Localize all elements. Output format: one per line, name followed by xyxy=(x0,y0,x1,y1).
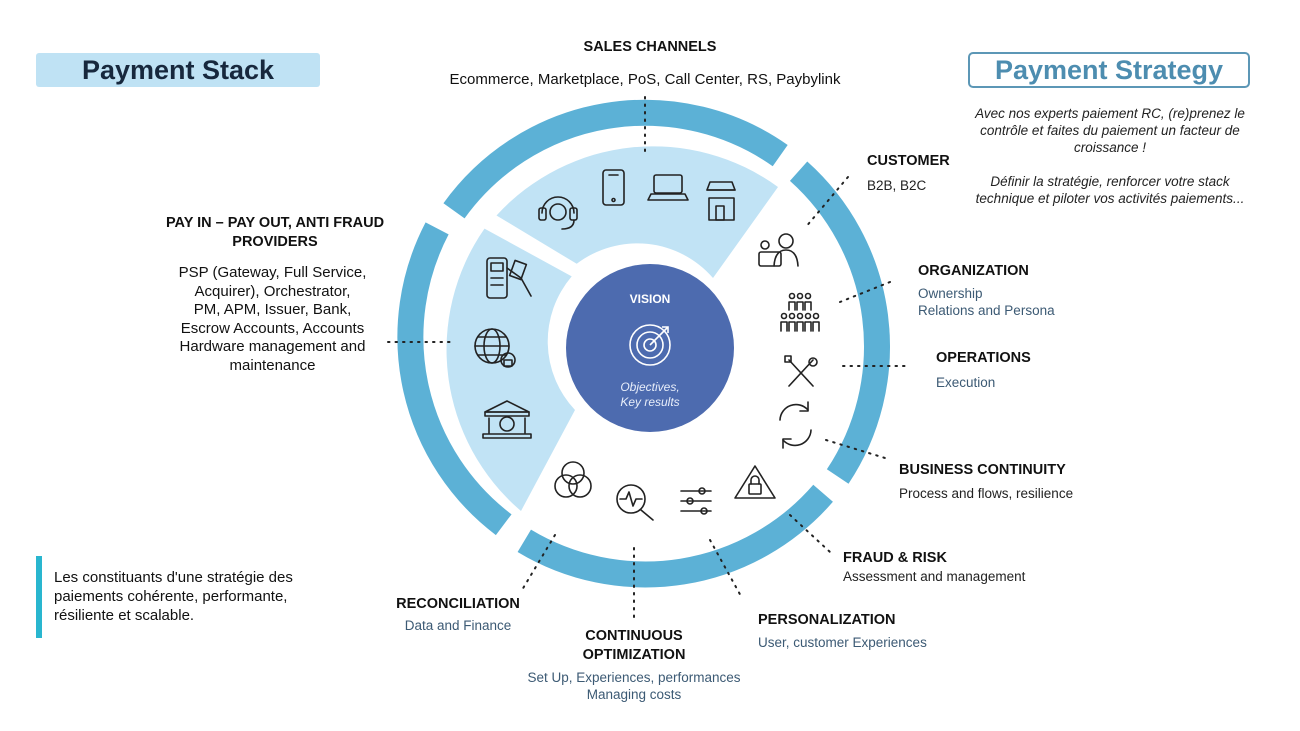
customer-label: CUSTOMER B2B, B2C xyxy=(867,152,950,194)
connector-business xyxy=(825,439,886,459)
bank-icon xyxy=(482,400,532,439)
globe-lock-icon xyxy=(474,328,516,368)
vision-title: VISION xyxy=(629,292,671,306)
connector-organization xyxy=(839,281,891,303)
ring-segment-top xyxy=(443,99,788,219)
target-icon xyxy=(629,324,671,366)
operations-desc: Execution xyxy=(936,375,996,390)
sales-channels-label: SALES CHANNELS xyxy=(450,38,850,57)
sales-channels-title: SALES CHANNELS xyxy=(583,39,717,55)
organization-title: ORGANIZATION xyxy=(918,263,1029,279)
customer-wallet-icon xyxy=(758,233,799,267)
strategy-paragraph-1: Avec nos experts paiement RC, (re)prenez… xyxy=(975,106,1245,155)
organization-label: ORGANIZATION Ownership Relations and Per… xyxy=(918,262,1055,319)
organization-line-1: Ownership xyxy=(918,286,983,301)
warning-lock-icon xyxy=(734,465,776,499)
inner-sector-left xyxy=(446,228,575,511)
continuous-optimization-label: CONTINUOUS OPTIMIZATION xyxy=(534,627,734,665)
inner-sector-bottom-right xyxy=(540,418,780,534)
connector-lines xyxy=(387,96,906,623)
fraud-risk-desc: Assessment and management xyxy=(843,569,1026,584)
vision-line-1: Objectives, xyxy=(620,380,680,394)
reconciliation-desc: Data and Finance xyxy=(404,618,512,633)
sales-channels-desc: Ecommerce, Marketplace, PoS, Call Center… xyxy=(449,71,841,88)
connector-fraud xyxy=(789,514,831,553)
pay-in-line-3: PM, APM, Issuer, Bank, xyxy=(193,301,352,319)
business-continuity-desc: Process and flows, resilience xyxy=(899,486,1074,501)
ring-segment-left xyxy=(397,222,512,536)
store-icon xyxy=(706,181,736,221)
customer-desc: B2B, B2C xyxy=(867,178,927,193)
fraud-risk-label: FRAUD & RISK Assessment and management xyxy=(843,549,1025,585)
laptop-icon xyxy=(647,174,689,201)
pay-in-title-2: PROVIDERS xyxy=(232,234,318,250)
pay-in-line-2: Acquirer), Orchestrator, xyxy=(194,282,351,300)
smartphone-icon xyxy=(602,169,625,206)
reconciliation-label: RECONCILIATION Data and Finance xyxy=(388,595,528,634)
inner-sector-top xyxy=(496,146,778,278)
payment-strategy-title-box: Payment Strategy xyxy=(968,52,1250,88)
ring-segment-bottom xyxy=(517,484,833,588)
pay-in-line-6: maintenance xyxy=(229,356,316,374)
payment-stack-title: Payment Stack xyxy=(81,54,275,85)
summary-note-text: Les constituants d'une stratégie des pai… xyxy=(54,569,293,624)
business-continuity-label: BUSINESS CONTINUITY Process and flows, r… xyxy=(899,461,1073,502)
continuous-optimization-desc: Set Up, Experiences, performances Managi… xyxy=(500,669,768,703)
analytics-magnifier-icon xyxy=(616,484,654,521)
pay-in-line-1: PSP (Gateway, Full Service, xyxy=(178,264,367,281)
tools-icon xyxy=(784,355,818,387)
pay-in-desc: PSP (Gateway, Full Service, Acquirer), O… xyxy=(145,264,400,376)
ring-segment-right xyxy=(789,161,890,484)
reconciliation-title: RECONCILIATION xyxy=(396,596,520,612)
vision-circle xyxy=(566,264,734,432)
sliders-icon xyxy=(680,487,712,515)
personalization-desc: User, customer Experiences xyxy=(758,635,927,650)
continuous-optimization-title-1: CONTINUOUS xyxy=(585,628,683,644)
payment-terminal-icon xyxy=(486,257,532,299)
fraud-risk-title: FRAUD & RISK xyxy=(843,550,947,566)
customer-title: CUSTOMER xyxy=(867,153,950,169)
personalization-label: PERSONALIZATION User, customer Experienc… xyxy=(758,611,927,651)
personalization-title: PERSONALIZATION xyxy=(758,612,896,628)
payment-stack-title-box: Payment Stack xyxy=(36,53,320,87)
vision-subtitle: Objectives, Key results xyxy=(585,380,715,410)
summary-note: Les constituants d'une stratégie des pai… xyxy=(36,556,326,638)
headset-icon xyxy=(538,196,578,230)
operations-label: OPERATIONS Execution xyxy=(936,349,1031,391)
pay-in-title-1: PAY IN – PAY OUT, ANTI FRAUD xyxy=(165,215,385,231)
organization-people-icon xyxy=(780,292,820,332)
business-continuity-title: BUSINESS CONTINUITY xyxy=(899,462,1066,478)
continuous-optimization-title-2: OPTIMIZATION xyxy=(582,647,686,663)
strategy-paragraph-2: Définir la stratégie, renforcer votre st… xyxy=(975,174,1245,206)
venn-circles-icon xyxy=(554,461,592,498)
outer-ring xyxy=(397,99,890,588)
connector-reconciliation xyxy=(521,534,556,591)
payment-strategy-title: Payment Strategy xyxy=(994,54,1224,85)
refresh-icon xyxy=(779,401,812,449)
pay-in-line-4: Escrow Accounts, Accounts xyxy=(180,319,365,337)
continuous-optimization-line-1: Set Up, Experiences, performances xyxy=(527,670,741,685)
organization-line-2: Relations and Persona xyxy=(918,303,1055,318)
strategy-description: Avec nos experts paiement RC, (re)prenez… xyxy=(960,105,1260,224)
pay-in-label: PAY IN – PAY OUT, ANTI FRAUD PROVIDERS xyxy=(140,214,410,252)
continuous-optimization-line-2: Managing costs xyxy=(586,687,682,702)
pay-in-line-5: Hardware management and xyxy=(179,338,366,356)
vision-line-2: Key results xyxy=(620,395,680,409)
operations-title: OPERATIONS xyxy=(936,350,1031,366)
